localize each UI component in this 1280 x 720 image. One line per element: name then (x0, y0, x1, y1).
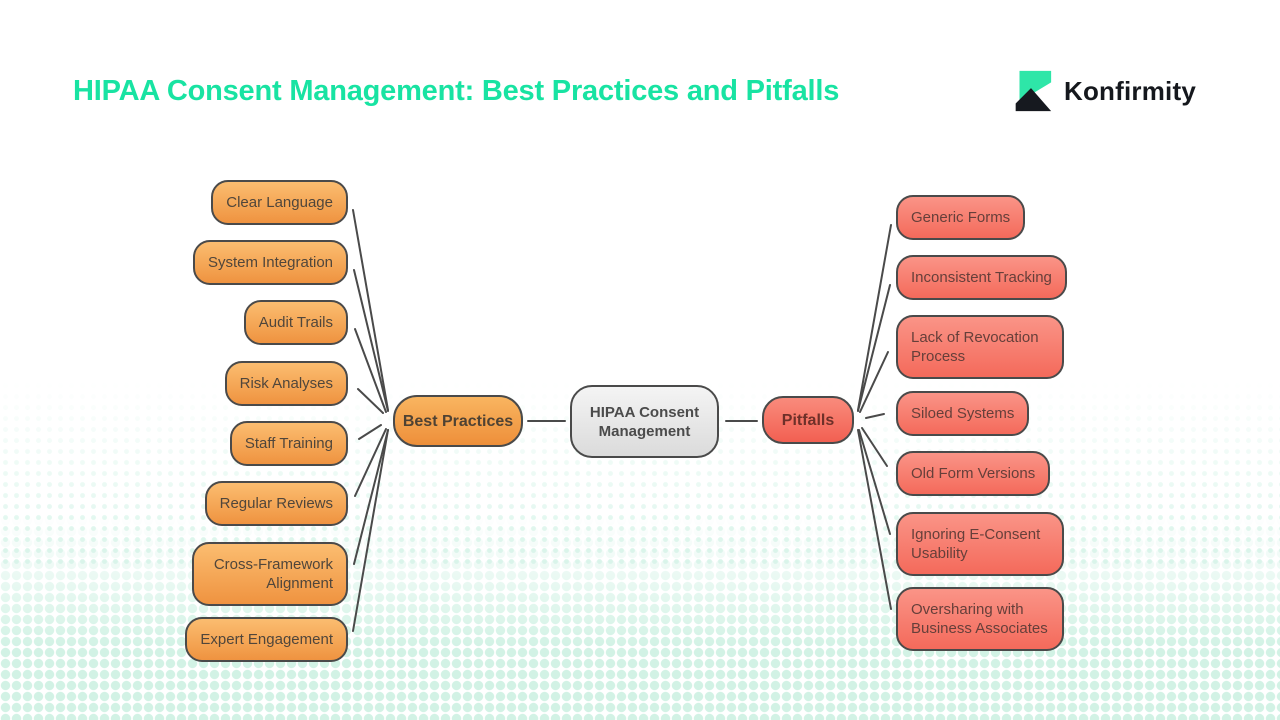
leaf-node-staff-training: Staff Training (229, 421, 348, 466)
leaf-node-risk-analyses: Risk Analyses (224, 361, 348, 406)
branch-node-best-practices: Best Practices (393, 395, 523, 447)
connector-line (352, 209, 389, 411)
connector-line (861, 427, 888, 467)
connector-line (859, 351, 889, 413)
leaf-node-oversharing-with-business-associates: Oversharing with Business Associates (896, 587, 1064, 651)
page-title: HIPAA Consent Management: Best Practices… (73, 75, 840, 107)
brand-name: Konfirmity (1064, 75, 1196, 106)
branch-node-pitfalls: Pitfalls (762, 396, 854, 444)
leaf-node-siloed-systems: Siloed Systems (896, 391, 1030, 436)
leaf-node-inconsistent-tracking: Inconsistent Tracking (896, 255, 1067, 300)
leaf-node-audit-trails: Audit Trails (243, 300, 348, 345)
connector-line (865, 413, 885, 419)
connector-line (857, 284, 891, 412)
brand-logo: Konfirmity (1008, 66, 1196, 116)
connector-line (857, 224, 892, 411)
leaf-node-old-form-versions: Old Form Versions (896, 451, 1051, 496)
connector-line (353, 429, 389, 565)
konfirmity-k-icon (1015, 70, 1052, 112)
leaf-node-cross-framework-alignment: Cross-Framework Alignment (192, 542, 348, 606)
leaf-node-system-integration: System Integration (192, 240, 348, 285)
leaf-node-expert-engagement: Expert Engagement (185, 617, 348, 662)
root-node-hipaa-consent-management: HIPAA Consent Management (570, 385, 719, 458)
leaf-node-clear-language: Clear Language (211, 180, 348, 225)
connector-line (358, 424, 382, 440)
leaf-node-lack-of-revocation-process: Lack of Revocation Process (896, 315, 1064, 379)
leaf-node-generic-forms: Generic Forms (896, 195, 1026, 240)
leaf-node-ignoring-e-consent-usability: Ignoring E-Consent Usability (896, 512, 1064, 576)
leaf-node-regular-reviews: Regular Reviews (204, 481, 348, 526)
